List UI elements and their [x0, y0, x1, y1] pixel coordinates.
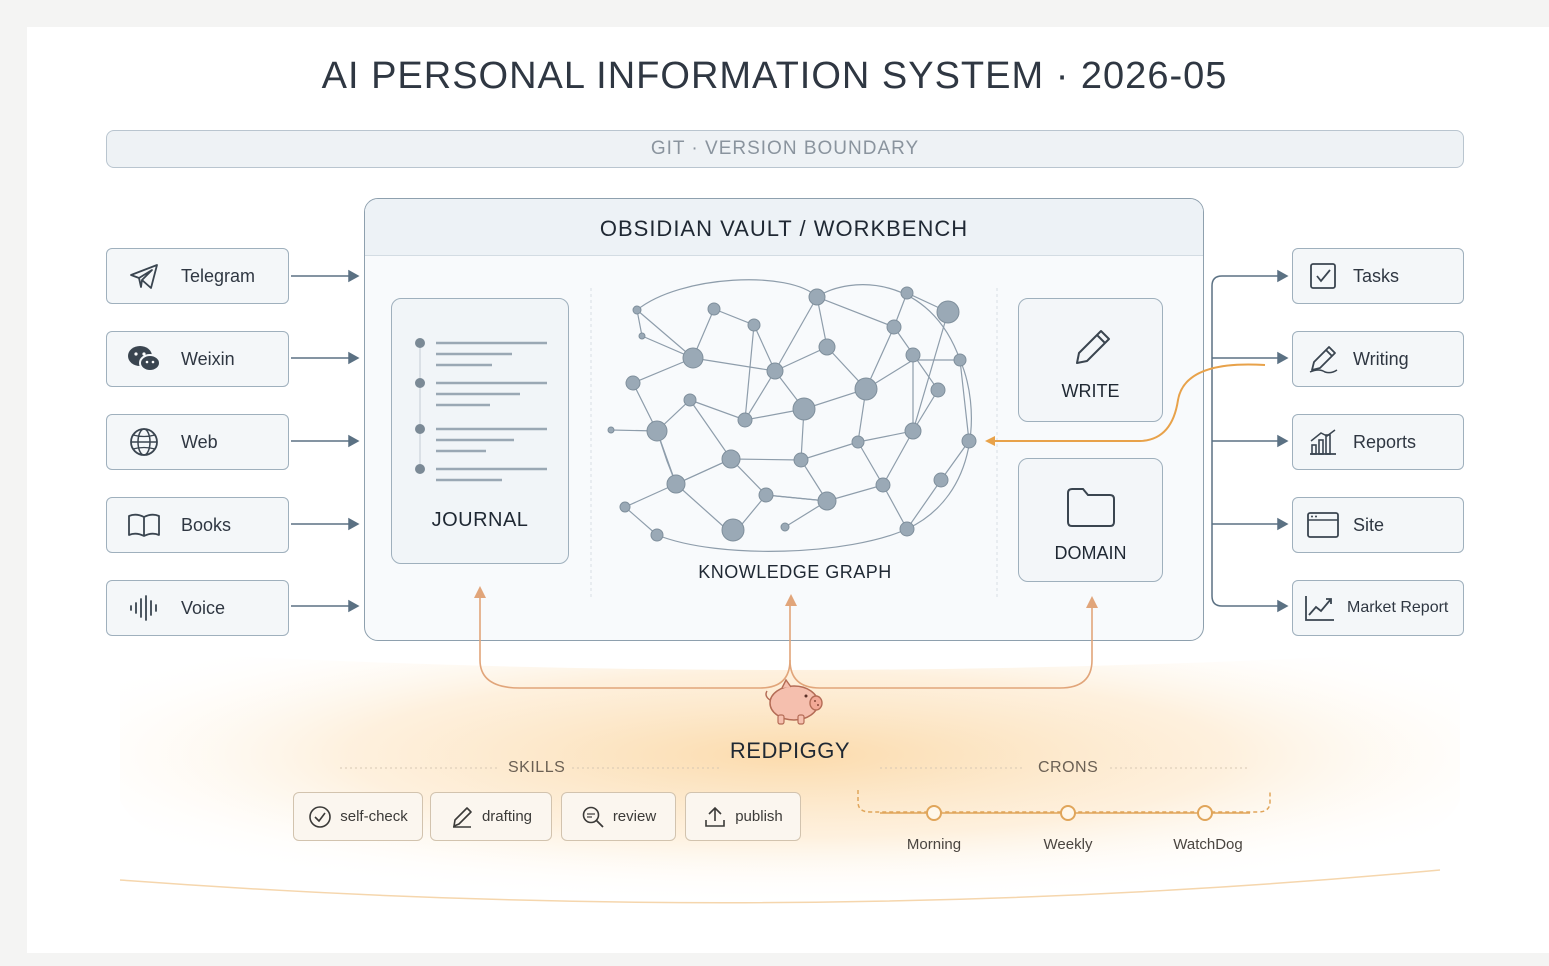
- skill-review[interactable]: review: [561, 792, 676, 841]
- input-books[interactable]: Books: [106, 497, 289, 553]
- output-label: Reports: [1353, 431, 1417, 452]
- journal-label: JOURNAL: [431, 509, 529, 531]
- skill-label: review: [612, 808, 657, 825]
- skills-label: SKILLS: [508, 759, 566, 776]
- domain-panel[interactable]: DOMAIN: [1018, 458, 1163, 582]
- input-label: Voice: [181, 597, 226, 618]
- browser-window-icon: [1293, 510, 1353, 540]
- telegram-icon: [107, 262, 181, 290]
- input-voice[interactable]: Voice: [106, 580, 289, 636]
- pen-icon: [1293, 344, 1353, 374]
- write-panel[interactable]: WRITE: [1018, 298, 1163, 422]
- output-label: Tasks: [1353, 265, 1400, 286]
- cron-node-watchdog: [1197, 805, 1213, 821]
- domain-label: DOMAIN: [1054, 543, 1127, 563]
- skill-publish[interactable]: publish: [685, 792, 801, 841]
- vault-header: OBSIDIAN VAULT / WORKBENCH: [365, 199, 1203, 256]
- journal-lines-icon: [415, 338, 547, 482]
- git-version-boundary: GIT · VERSION BOUNDARY: [106, 130, 1464, 168]
- output-site[interactable]: Site: [1292, 497, 1464, 553]
- check-circle-icon: [309, 805, 332, 828]
- bar-chart-icon: [1293, 427, 1353, 457]
- skill-label: publish: [735, 808, 783, 825]
- pencil-icon: [452, 806, 472, 828]
- skill-self-check[interactable]: self-check: [293, 792, 423, 841]
- skill-label: self-check: [340, 808, 408, 825]
- skill-label: drafting: [481, 808, 533, 825]
- cron-node-morning: [926, 805, 942, 821]
- knowledge-graph-network[interactable]: [600, 265, 990, 555]
- globe-icon: [107, 426, 181, 458]
- wechat-icon: [107, 343, 181, 375]
- skill-drafting[interactable]: drafting: [430, 792, 552, 841]
- cron-weekly[interactable]: Weekly: [1043, 836, 1093, 853]
- cron-watchdog[interactable]: WatchDog: [1173, 836, 1243, 853]
- knowledge-graph-label: KNOWLEDGE GRAPH: [698, 562, 892, 582]
- input-label: Telegram: [181, 265, 256, 286]
- diagram-title: AI PERSONAL INFORMATION SYSTEM · 2026-05: [321, 55, 1228, 97]
- input-label: Weixin: [181, 348, 235, 369]
- output-tasks[interactable]: Tasks: [1292, 248, 1464, 304]
- input-weixin[interactable]: Weixin: [106, 331, 289, 387]
- magnifier-icon: [582, 806, 604, 828]
- write-label: WRITE: [1061, 381, 1120, 401]
- cron-morning[interactable]: Morning: [906, 836, 962, 853]
- output-market-report[interactable]: Market Report: [1292, 580, 1464, 636]
- input-telegram[interactable]: Telegram: [106, 248, 289, 304]
- output-label: Site: [1353, 514, 1385, 535]
- checkbox-icon: [1293, 261, 1353, 291]
- agent-name: REDPIGGY: [729, 738, 851, 763]
- input-label: Web: [181, 431, 218, 452]
- journal-panel[interactable]: JOURNAL: [391, 298, 569, 564]
- output-label: Market Report: [1347, 599, 1449, 616]
- input-label: Books: [181, 514, 232, 535]
- crons-label: CRONS: [1038, 759, 1099, 776]
- piggy-icon: [765, 678, 823, 725]
- output-label: Writing: [1353, 348, 1409, 369]
- pencil-icon: [1076, 330, 1110, 364]
- output-writing[interactable]: Writing: [1292, 331, 1464, 387]
- input-web[interactable]: Web: [106, 414, 289, 470]
- upload-icon: [705, 806, 726, 827]
- book-icon: [107, 511, 181, 539]
- folder-icon: [1067, 488, 1115, 527]
- output-reports[interactable]: Reports: [1292, 414, 1464, 470]
- cron-node-weekly: [1060, 805, 1076, 821]
- line-chart-icon: [1293, 593, 1347, 623]
- voice-waveform-icon: [107, 594, 181, 622]
